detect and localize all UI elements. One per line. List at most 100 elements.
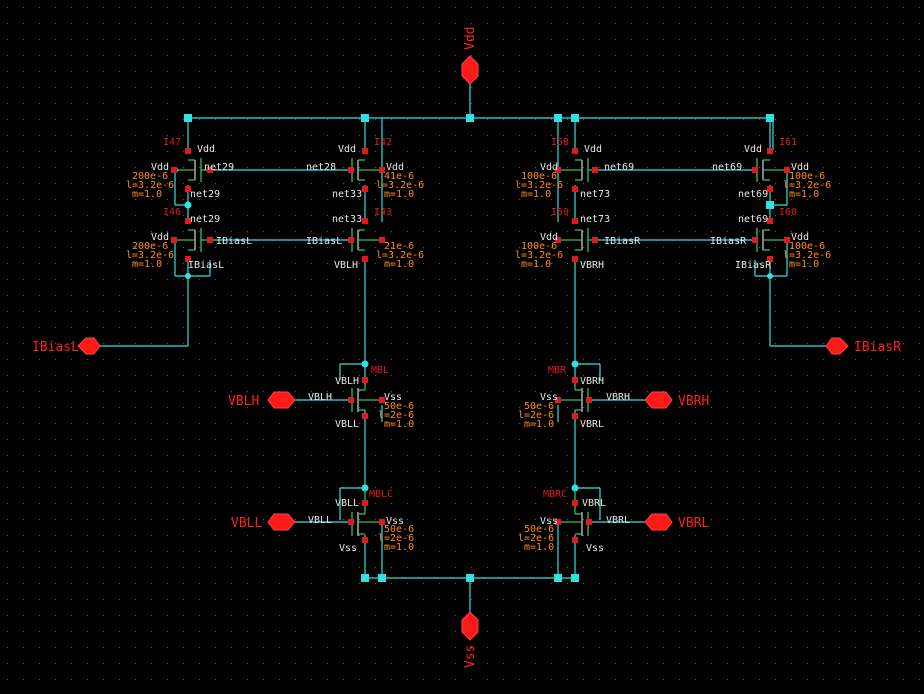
device-name: I43: [374, 207, 392, 218]
device-name: I47: [163, 137, 181, 148]
param-l: l=3.2e-6: [783, 250, 831, 261]
net-right: IBiasR: [604, 236, 641, 247]
net-bottom: VBLL: [335, 419, 359, 430]
net-bottom: VBLH: [334, 260, 358, 271]
device-I43[interactable]: I43 net33 IBiasL Vdd VBLH 21e-6 l=3.2e-6…: [306, 207, 424, 271]
device-I59-symbol[interactable]: [558, 228, 596, 252]
device-pins: [171, 148, 790, 543]
net-bottom: net29: [190, 189, 220, 200]
param-l: l=2e-6: [518, 533, 554, 544]
param-w: 50e-6: [524, 401, 554, 412]
net-bottom: Vss: [339, 543, 357, 554]
device-name: MBR: [548, 365, 567, 376]
port-vblh-label: VBLH: [228, 394, 259, 409]
port-ibias-r-label: IBiasR: [854, 340, 901, 355]
net-bottom: net69: [738, 189, 768, 200]
net-left: IBiasL: [306, 236, 342, 247]
port-vss[interactable]: Vss: [461, 611, 479, 668]
param-l: l=2e-6: [518, 410, 554, 421]
net-right: IBiasL: [216, 236, 252, 247]
port-vbll[interactable]: VBLL: [231, 513, 296, 531]
net-right: Vss: [384, 392, 402, 403]
param-m: m=1.0: [132, 259, 162, 270]
net-bottom: net73: [580, 189, 610, 200]
net-top: net73: [580, 214, 610, 225]
net-left: net69: [712, 162, 742, 173]
param-m: m=1.0: [384, 419, 414, 430]
device-I58[interactable]: I58 Vdd Vdd net69 net73 100e-6 l=3.2e-6 …: [515, 137, 634, 200]
net-top: VBLL: [335, 498, 359, 509]
net-left: Vdd: [540, 162, 558, 173]
net-left: Vdd: [540, 232, 558, 243]
port-vbrl[interactable]: VBRL: [644, 513, 709, 531]
net-top: VBRH: [580, 376, 604, 387]
net-right: Vss: [386, 516, 404, 527]
net-right: net69: [604, 162, 634, 173]
net-top: VBRL: [582, 498, 606, 509]
device-I61-symbol[interactable]: [756, 158, 787, 182]
device-I46[interactable]: I46 net29 Vdd IBiasL IBiasL 200e-6 l=3.2…: [126, 207, 252, 271]
net-bottom: net33: [332, 189, 362, 200]
device-MBRC[interactable]: MBRC VBRL Vss VBRL Vss 50e-6 l=2e-6 m=1.…: [518, 489, 630, 554]
net-left: Vss: [540, 516, 558, 527]
param-l: l=3.2e-6: [126, 250, 174, 261]
device-name: I46: [163, 207, 181, 218]
device-I58-symbol[interactable]: [558, 158, 596, 182]
port-vblh[interactable]: VBLH: [228, 391, 296, 409]
param-m: m=1.0: [524, 542, 554, 553]
param-l: l=3.2e-6: [515, 250, 563, 261]
param-w: 100e-6: [521, 171, 557, 182]
port-vdd[interactable]: Vdd: [461, 27, 479, 85]
net-top: VBLH: [335, 376, 359, 387]
param-m: m=1.0: [132, 189, 162, 200]
device-I47[interactable]: I47 Vdd Vdd net29 net29 200e-6 l=3.2e-6 …: [126, 137, 234, 200]
param-m: m=1.0: [384, 259, 414, 270]
net-right: VBRH: [606, 392, 630, 403]
port-vbrh[interactable]: VBRH: [644, 391, 709, 409]
port-ibias-l-label: IBiasL: [32, 340, 79, 355]
net-top: net33: [332, 214, 362, 225]
param-l: l=3.2e-6: [126, 180, 174, 191]
net-bottom: Vss: [586, 543, 604, 554]
port-vdd-label: Vdd: [463, 27, 478, 50]
param-m: m=1.0: [789, 259, 819, 270]
device-I60[interactable]: I60 net69 IBiasR Vdd IBiasR 100e-6 l=3.2…: [710, 207, 831, 271]
net-right: Vdd: [791, 162, 809, 173]
net-left: Vss: [540, 392, 558, 403]
net-left: IBiasR: [710, 236, 747, 247]
device-I59[interactable]: I59 net73 Vdd IBiasR VBRH 100e-6 l=3.2e-…: [515, 207, 641, 271]
device-I42[interactable]: I42 Vdd net28 Vdd net33 41e-6 l=3.2e-6 m…: [306, 137, 424, 200]
device-name: I59: [551, 207, 569, 218]
device-MBL[interactable]: MBL VBLH VBLH Vss VBLL 50e-6 l=2e-6 m=1.…: [308, 365, 414, 430]
port-ibias-l[interactable]: IBiasL: [32, 337, 101, 355]
net-left: net28: [306, 162, 336, 173]
param-w: 50e-6: [524, 524, 554, 535]
port-ibias-r[interactable]: IBiasR: [825, 337, 901, 355]
param-w: 100e-6: [521, 241, 557, 252]
device-I61[interactable]: I61 Vdd net69 Vdd net69 100e-6 l=3.2e-6 …: [712, 137, 831, 200]
net-top: net69: [738, 214, 768, 225]
device-I47-symbol[interactable]: [175, 158, 210, 182]
net-top: Vdd: [744, 144, 762, 155]
param-m: m=1.0: [521, 189, 551, 200]
net-left: VBLH: [308, 392, 332, 403]
net-top: net29: [190, 214, 220, 225]
device-MBR[interactable]: MBR VBRH Vss VBRH VBRL 50e-6 l=2e-6 m=1.…: [518, 365, 630, 430]
net-left: Vdd: [151, 162, 169, 173]
port-vbrh-label: VBRH: [678, 394, 709, 409]
param-m: m=1.0: [384, 189, 414, 200]
port-vbrl-label: VBRL: [678, 516, 709, 531]
device-name: I60: [779, 207, 797, 218]
param-m: m=1.0: [384, 542, 414, 553]
param-w: 100e-6: [789, 171, 825, 182]
net-top: Vdd: [197, 144, 215, 155]
param-l: l=2e-6: [378, 533, 414, 544]
param-w: 200e-6: [132, 241, 168, 252]
param-w: 50e-6: [384, 524, 414, 535]
device-MBLC[interactable]: MBLC VBLL VBLL Vss Vss 50e-6 l=2e-6 m=1.…: [308, 489, 414, 554]
port-vbll-label: VBLL: [231, 516, 262, 531]
net-right: VBRL: [606, 515, 630, 526]
net-right: net29: [204, 162, 234, 173]
device-I60-symbol[interactable]: [756, 228, 787, 252]
